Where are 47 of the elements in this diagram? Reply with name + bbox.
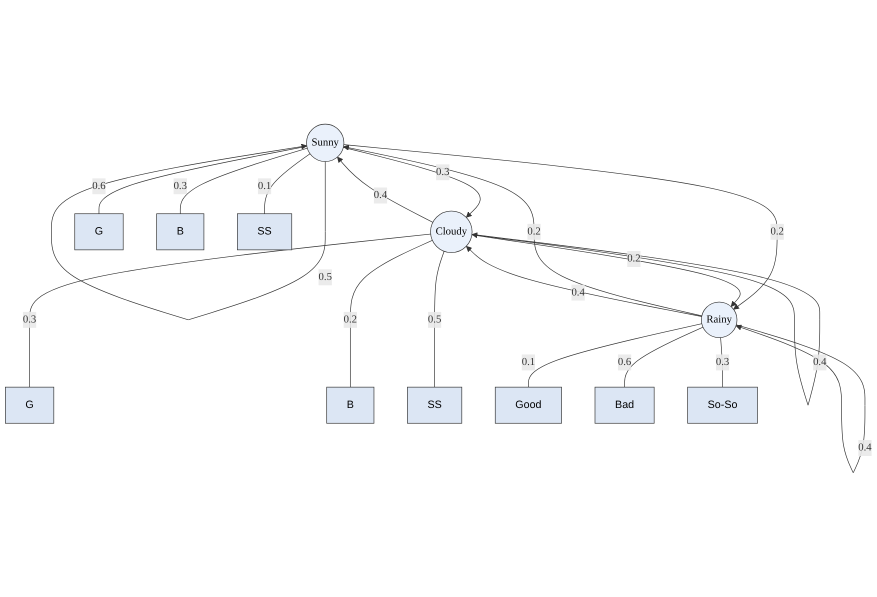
node-box: B bbox=[156, 213, 204, 250]
connector bbox=[29, 234, 431, 388]
edge-label: 0.2 bbox=[770, 226, 784, 238]
connector bbox=[528, 323, 702, 388]
arrow bbox=[51, 144, 326, 320]
arrow bbox=[736, 324, 866, 474]
connector bbox=[720, 337, 723, 388]
arrow bbox=[343, 147, 480, 218]
edge-label: 0.6 bbox=[92, 180, 106, 192]
node-box: G bbox=[74, 213, 124, 250]
node-circle: Cloudy bbox=[430, 210, 472, 253]
edge-label: 0.4 bbox=[813, 356, 826, 368]
edge-label: 0.4 bbox=[858, 442, 872, 454]
node-circle: Sunny bbox=[306, 124, 344, 162]
arrow bbox=[344, 144, 778, 310]
node-box: B bbox=[326, 386, 374, 424]
connector bbox=[350, 240, 433, 388]
connector bbox=[264, 153, 310, 214]
edge-label: 0.6 bbox=[618, 356, 632, 368]
node-box: SS bbox=[237, 213, 292, 250]
edge-label: 0.3 bbox=[436, 166, 450, 178]
connector bbox=[98, 146, 308, 214]
arrow bbox=[337, 156, 434, 223]
connector bbox=[180, 148, 308, 214]
edge-label: 0.4 bbox=[374, 190, 388, 201]
edge-label: 0.1 bbox=[258, 180, 272, 192]
arrow bbox=[472, 232, 820, 406]
edge-label: 0.3 bbox=[716, 356, 730, 368]
node-box: Bad bbox=[594, 386, 654, 424]
edge-label: 0.2 bbox=[627, 252, 641, 264]
node-circle: Rainy bbox=[701, 302, 738, 338]
arrow bbox=[466, 246, 702, 317]
edge-label: 0.2 bbox=[527, 226, 541, 238]
node-box: G bbox=[5, 386, 54, 424]
edge-label: 0.2 bbox=[344, 314, 358, 326]
node-box: So-So bbox=[687, 386, 758, 424]
arrow bbox=[343, 144, 702, 316]
connector bbox=[434, 250, 444, 388]
node-box: SS bbox=[407, 386, 462, 424]
node-box: Good bbox=[494, 386, 562, 424]
edge-label: 0.5 bbox=[318, 271, 332, 283]
edge-label: 0.3 bbox=[174, 180, 187, 192]
connector bbox=[624, 326, 704, 388]
edge-label: 0.4 bbox=[571, 286, 585, 298]
edge-label: 0.3 bbox=[22, 314, 36, 326]
edge-label: 0.1 bbox=[522, 356, 536, 368]
edge-label: 0.5 bbox=[428, 314, 442, 326]
